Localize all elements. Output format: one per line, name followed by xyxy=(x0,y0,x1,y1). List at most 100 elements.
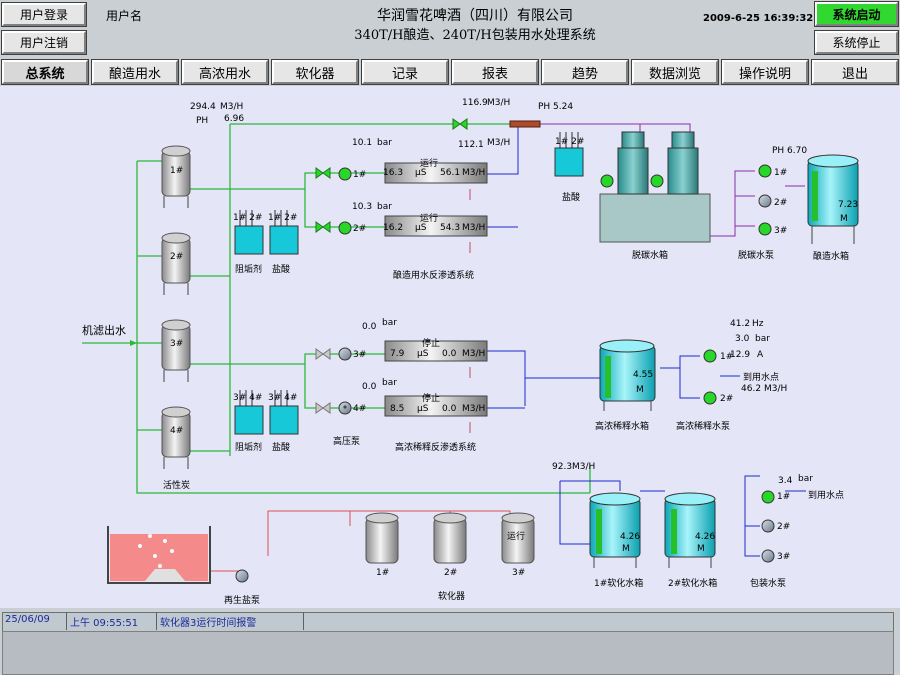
system-start-button[interactable]: 系统启动 xyxy=(814,1,899,27)
dosing-arrows xyxy=(239,132,579,406)
tab-softener[interactable]: 软化器 xyxy=(271,59,359,85)
ro1-status: 运行 xyxy=(420,159,439,169)
tab-overview[interactable]: 总系统 xyxy=(1,59,89,85)
scale-inhibitor-2: 阻垢剂 xyxy=(235,443,263,453)
softener3-status: 运行 xyxy=(507,532,526,542)
doser-hcl-top-label: 1# 2# xyxy=(555,137,585,147)
brew-tank-unit: M xyxy=(840,214,848,224)
hz-unit: Hz xyxy=(752,319,764,329)
tab-data-browse[interactable]: 数据浏览 xyxy=(631,59,719,85)
ph-in-value: 6.96 xyxy=(224,114,245,124)
ph-in-label: PH xyxy=(196,116,209,126)
to-point-label-2: 到用水点 xyxy=(808,491,845,501)
ro2-r: 16.2 xyxy=(383,223,404,233)
bar2-unit: bar xyxy=(755,334,770,344)
carbon-filter-tanks xyxy=(161,145,191,469)
system-stop-button[interactable]: 系统停止 xyxy=(814,30,899,55)
pump-ro1-label: 1# xyxy=(353,170,367,180)
hcl-2: 盐酸 xyxy=(272,443,291,453)
page-subtitle: 340T/H酿造、240T/H包装用水处理系统 xyxy=(354,28,596,43)
tab-reports[interactable]: 报表 xyxy=(451,59,539,85)
ro3-r: 7.9 xyxy=(390,349,405,359)
ro1-us-unit: µS xyxy=(415,168,427,178)
pack-bar-value: 3.4 xyxy=(778,476,793,486)
tab-brew-water[interactable]: 酿造用水 xyxy=(91,59,179,85)
soft1-unit: M xyxy=(622,544,630,554)
ph-right: PH 6.70 xyxy=(772,146,808,156)
tab-trends[interactable]: 趋势 xyxy=(541,59,629,85)
login-button[interactable]: 用户登录 xyxy=(1,2,87,27)
heat-exchanger xyxy=(509,120,541,128)
blue-pipes xyxy=(487,123,806,557)
softener-tanks xyxy=(365,512,535,564)
ro-membranes xyxy=(384,162,488,417)
tab-records[interactable]: 记录 xyxy=(361,59,449,85)
soft2-level: 4.26 xyxy=(695,532,716,542)
ro4-r: 8.5 xyxy=(390,404,405,414)
ro3-us-unit: µS xyxy=(417,349,429,359)
regen-pump-label: 再生盐泵 xyxy=(224,596,261,606)
ro2-m3h: M3/H xyxy=(462,223,486,233)
ro3-status: 停止 xyxy=(422,339,441,349)
ro1-m3h: M3/H xyxy=(462,168,486,178)
brew-tank-label: 酿造水箱 xyxy=(813,252,850,262)
soft-flow-unit: M3/H xyxy=(572,462,596,472)
hc-pump2-label: 2# xyxy=(720,394,734,404)
ro4-status: 停止 xyxy=(422,394,441,404)
hc-flow-value: 46.2 xyxy=(741,384,762,394)
ro-system-hc-label: 高浓稀释反渗透系统 xyxy=(395,443,477,453)
pack-pump2: 2# xyxy=(777,522,791,532)
tab-high-conc-water[interactable]: 高浓用水 xyxy=(181,59,269,85)
doser-top-a: 1# 2# xyxy=(233,213,263,223)
ro2-us-unit: µS xyxy=(415,223,427,233)
soft2-unit: M xyxy=(697,544,705,554)
username-label: 用户名 xyxy=(106,9,143,23)
feed-arrow xyxy=(82,340,137,346)
hcl-1: 盐酸 xyxy=(272,265,291,275)
soft-flow-value: 92.3 xyxy=(552,462,573,472)
ro4-us: 0.0 xyxy=(442,404,457,414)
hc-tank-label: 高浓稀释水箱 xyxy=(595,422,650,432)
degas-pump3: 3# xyxy=(774,226,788,236)
ro4-us-unit: µS xyxy=(417,404,429,414)
process-svg xyxy=(82,118,859,584)
doser-bottom-b: 3# 4# xyxy=(268,393,298,403)
logout-button[interactable]: 用户注销 xyxy=(1,30,87,55)
tank1-label: 1# xyxy=(170,166,184,176)
alarm-time: 上午 09:55:51 xyxy=(70,618,139,629)
hp-pump-label: 高压泵 xyxy=(333,437,361,447)
pressure-ro1: 10.1 xyxy=(352,138,373,148)
tank4-label: 4# xyxy=(170,426,184,436)
degassing-unit xyxy=(599,131,711,243)
process-diagram: 机滤出水 294.4 M3/H PH 6.96 116.9 M3/H PH 5.… xyxy=(0,86,900,608)
ro4-m3h: M3/H xyxy=(462,404,486,414)
flow-top-unit: M3/H xyxy=(487,98,511,108)
softener1-label: 1# xyxy=(376,568,390,578)
alarm-date: 25/06/09 xyxy=(5,614,50,625)
page-title: 华润雪花啤酒（四川）有限公司 xyxy=(377,8,573,24)
amp-unit: A xyxy=(757,350,764,360)
amp-value: 12.9 xyxy=(730,350,751,360)
pump-ro3-label: 3# xyxy=(353,350,367,360)
ro1-flow: 112.1 xyxy=(458,140,484,150)
inflow-unit: M3/H xyxy=(220,102,244,112)
inflow-value: 294.4 xyxy=(190,102,216,112)
degas-pump2: 2# xyxy=(774,198,788,208)
ro-pumps xyxy=(338,167,352,415)
softener2-label: 2# xyxy=(444,568,458,578)
tab-manual[interactable]: 操作说明 xyxy=(721,59,809,85)
scale-inhibitor-1: 阻垢剂 xyxy=(235,265,263,275)
pressure-ro4: 0.0 xyxy=(362,382,377,392)
exit-button[interactable]: 退出 xyxy=(811,59,899,85)
tank3-label: 3# xyxy=(170,339,184,349)
ro1-us: 56.1 xyxy=(440,168,461,178)
hc-pump-label: 高浓稀释水泵 xyxy=(676,422,731,432)
feed-water-label: 机滤出水 xyxy=(82,324,126,337)
alarm-list[interactable] xyxy=(2,631,894,675)
ro2-us: 54.3 xyxy=(440,223,461,233)
bar-ro1: bar xyxy=(377,138,392,148)
alarm-message: 软化器3运行时间报警 xyxy=(160,618,257,629)
hcl-3: 盐酸 xyxy=(562,193,581,203)
bar-ro2: bar xyxy=(377,202,392,212)
ro2-status: 运行 xyxy=(420,214,439,224)
